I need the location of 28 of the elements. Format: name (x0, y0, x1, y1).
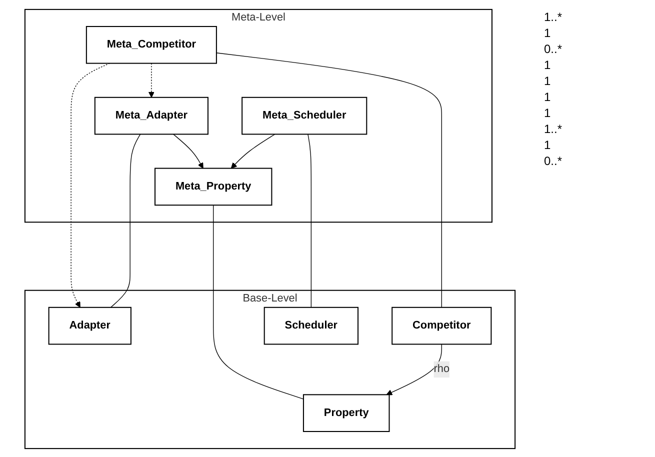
node-box: Meta_Competitor (86, 25, 217, 64)
node-box: Adapter (48, 306, 132, 344)
connector (308, 133, 312, 308)
node-box: Property (302, 394, 390, 432)
multiplicity-label: 1 (544, 26, 552, 40)
connector (213, 204, 304, 399)
multiplicity-label: 1 (544, 138, 552, 152)
multiplicity-label: 1 (544, 90, 552, 104)
multiplicity-label: 1..* (544, 122, 564, 136)
node-box: Meta_Adapter (94, 96, 208, 134)
arrow (386, 343, 442, 395)
node-box: Meta_Property (154, 167, 272, 206)
multiplicity-label: 0..* (544, 154, 564, 168)
arrow (230, 133, 276, 168)
multiplicity-label: 1..* (544, 10, 564, 24)
arrow (173, 133, 204, 168)
connector (110, 133, 141, 308)
edge-label: rho (434, 362, 450, 374)
node-box: Scheduler (264, 306, 359, 344)
arrow (70, 62, 110, 308)
node-box: Competitor (392, 306, 492, 344)
multiplicity-label: 0..* (544, 42, 564, 56)
multiplicity-label: 1 (544, 106, 552, 120)
node-box: Meta_Scheduler (242, 96, 368, 134)
arrow (148, 62, 154, 98)
connector (216, 52, 442, 308)
multiplicity-label: 1 (544, 74, 552, 88)
multiplicity-label: 1 (544, 58, 552, 72)
